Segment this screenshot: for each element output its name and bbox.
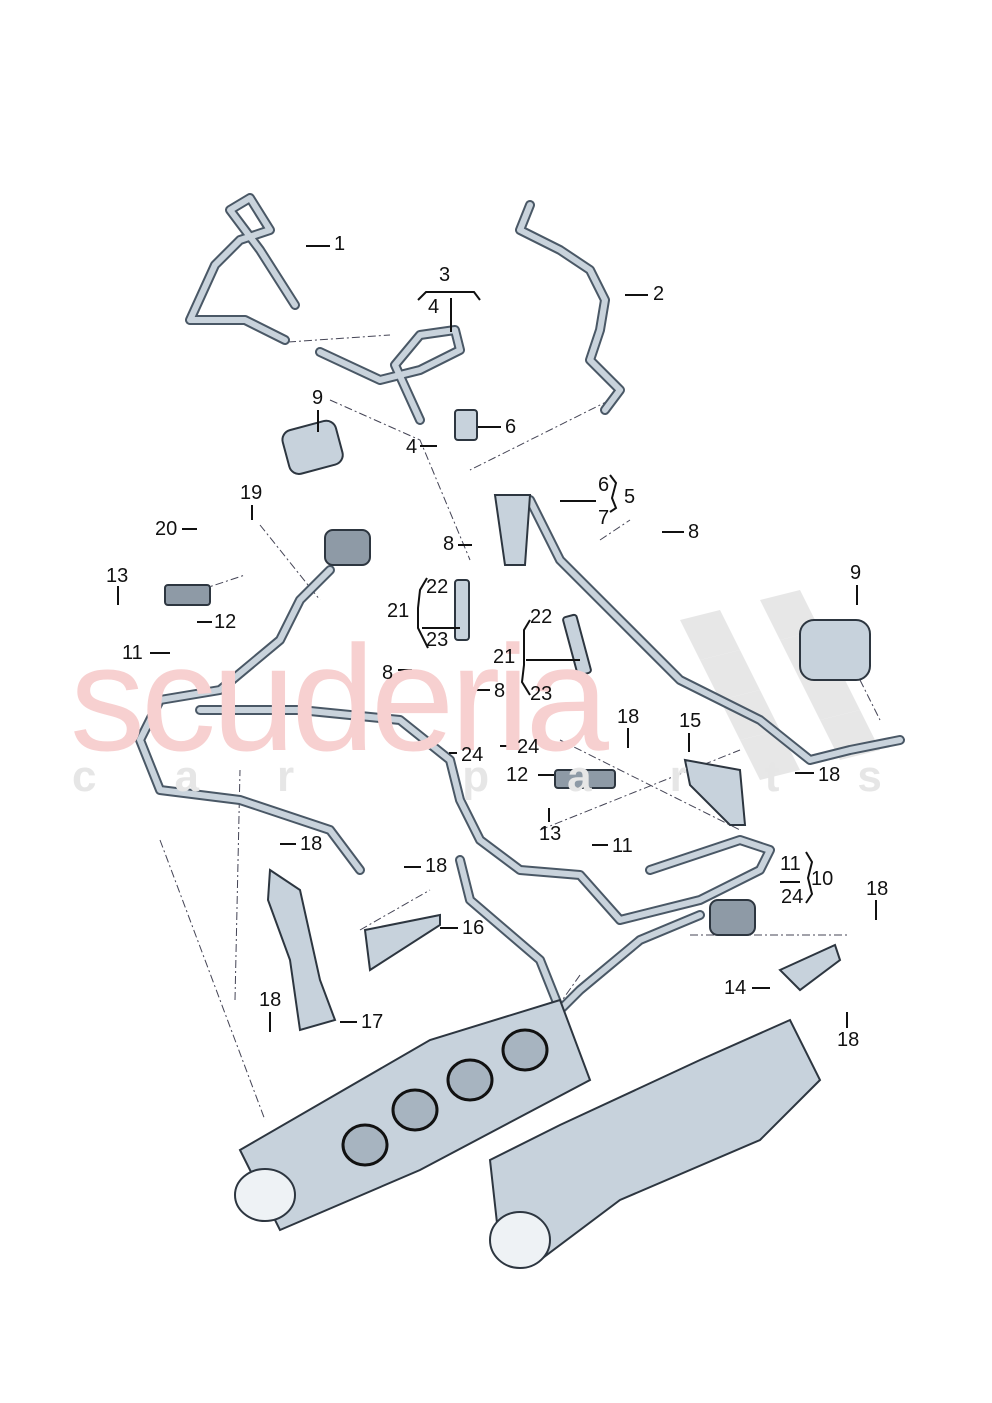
rail-bracket	[493, 494, 532, 566]
callout-clamp: 11	[122, 642, 143, 664]
callout-o-ring: 22	[426, 576, 449, 598]
throttle-body-right	[489, 1211, 551, 1269]
callout-clip: 4	[406, 436, 418, 458]
callout-fuel-line-upper-right: 2	[653, 283, 665, 305]
bracket-16	[363, 913, 441, 972]
bracket-17	[266, 868, 337, 1032]
callout-bolt: 18	[617, 706, 640, 728]
bracket-15	[683, 758, 747, 826]
callout-bolt: 20	[155, 518, 178, 540]
callout-bracket: 19	[240, 482, 263, 504]
callout-bracket: 15	[679, 710, 702, 732]
callout-o-ring: 22	[530, 606, 553, 628]
callout-bolt: 18	[259, 989, 282, 1011]
callout-injector-adapter: 21	[387, 600, 410, 622]
callout-pressure-sensor: 12	[506, 764, 529, 786]
callout-clamp: 11	[780, 853, 801, 875]
hoses	[135, 193, 905, 1015]
callout-nut: 8	[382, 662, 394, 684]
callout-valve-assembly: 10	[811, 868, 834, 890]
callout-seal: 24	[461, 744, 484, 766]
callout-connector: 6	[505, 416, 517, 438]
leader-lines	[117, 245, 877, 1032]
high-pressure-pump-left	[281, 419, 344, 475]
callout-bolt: 18	[818, 764, 841, 786]
callout-sensor-bracket: 14	[724, 977, 747, 999]
callout-bolt: 13	[539, 823, 562, 845]
high-pressure-pump-right	[799, 619, 871, 681]
callout-high-pressure-pump-left: 9	[312, 387, 324, 409]
callout-seal: 24	[781, 886, 804, 908]
callout-bolt: 18	[425, 855, 448, 877]
callout-bolt: 18	[837, 1029, 860, 1051]
callout-bolt: 8	[688, 521, 700, 543]
callout-fuel-line-upper-left: 1	[334, 233, 346, 255]
callout-bolt: 13	[106, 565, 129, 587]
fuel-damper	[324, 529, 371, 566]
connector-6	[454, 409, 478, 441]
callout-bracket: 17	[361, 1011, 384, 1033]
pressure-sensor-left	[164, 584, 211, 606]
valve-10	[709, 899, 756, 936]
injector-adapter-b	[562, 613, 592, 677]
injector-adapter-a	[454, 579, 470, 641]
callout-bolt: 18	[866, 878, 889, 900]
callout-pressure-sensor: 12	[214, 611, 237, 633]
callout-bolt: 8	[494, 680, 506, 702]
callout-o-ring: 23	[426, 629, 449, 651]
callout-high-pressure-pump-right: 9	[850, 562, 862, 584]
throttle-body-left	[234, 1168, 296, 1222]
callout-clip-7: 7	[598, 507, 610, 529]
callout-hose-assembly-sub: 4	[428, 296, 440, 318]
pressure-sensor-right	[554, 769, 616, 789]
callout-injector-adapter: 21	[493, 646, 516, 668]
callout-bolt: 18	[300, 833, 323, 855]
callout-bolt: 8	[443, 533, 455, 555]
callout-rail-line: 6	[598, 474, 610, 496]
callout-clamp: 11	[612, 835, 633, 857]
callout-o-ring: 23	[530, 683, 553, 705]
callout-hose-assembly: 3	[439, 264, 451, 286]
callout-clip: 24	[517, 736, 540, 758]
components	[164, 409, 871, 1269]
sensor-bracket-14	[778, 943, 842, 992]
callout-rail-line-assembly: 5	[624, 486, 636, 508]
callout-bracket: 16	[462, 917, 485, 939]
